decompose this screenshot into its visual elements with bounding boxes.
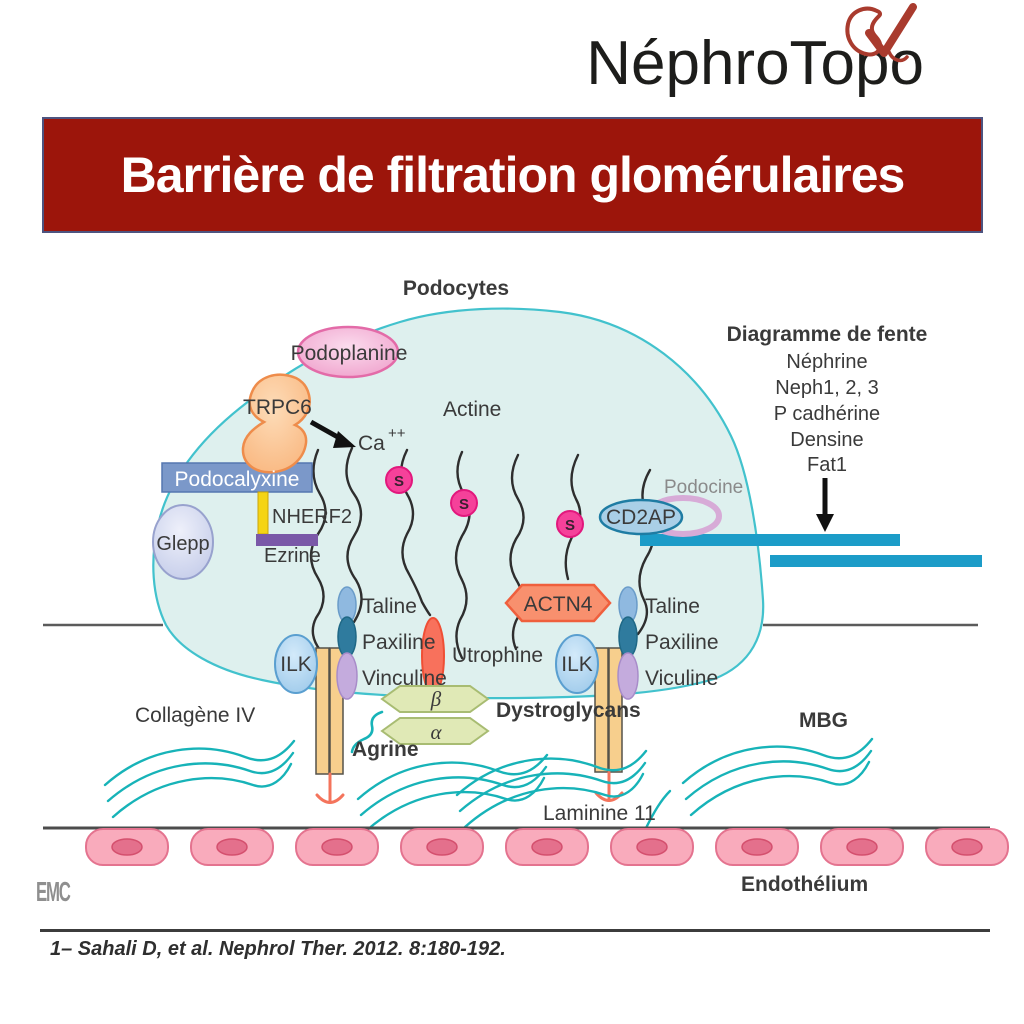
ezrine-bar bbox=[256, 534, 318, 546]
paxiline-right-ellipse bbox=[618, 616, 638, 658]
vinculine-left-label: Vinculine bbox=[362, 667, 447, 690]
nherf2-label: NHERF2 bbox=[272, 506, 352, 528]
adhesion-complex-right bbox=[555, 586, 639, 802]
kidney-tail bbox=[887, 50, 909, 63]
s-label: S bbox=[394, 473, 404, 490]
adhesion-complex-left bbox=[274, 586, 358, 804]
glepp-ellipse bbox=[152, 504, 214, 580]
taline-right-label: Taline bbox=[645, 595, 700, 618]
podoplanine-ellipse bbox=[296, 325, 400, 379]
dystroglycans-hexagons bbox=[380, 685, 490, 745]
kidney-check-icon bbox=[865, 3, 917, 57]
slit-diaphragm-bar-lower bbox=[770, 555, 982, 567]
slit-list-title: Diagramme de fente bbox=[727, 323, 928, 346]
title-banner: Barrière de filtration glomérulaires bbox=[42, 117, 983, 233]
slit-list-item: Densine bbox=[790, 429, 863, 451]
trpc6-label: TRPC6 bbox=[243, 396, 312, 419]
matrix-fibers bbox=[103, 737, 874, 833]
trpc6-shape bbox=[241, 373, 311, 474]
ca-superscript: ++ bbox=[388, 425, 406, 442]
glepp-label: Glepp bbox=[156, 533, 209, 555]
ezrine-label: Ezrine bbox=[264, 545, 321, 567]
s-circles bbox=[385, 466, 584, 538]
beta-label: β bbox=[430, 687, 442, 711]
viculine-right-label: Viculine bbox=[645, 667, 718, 690]
ca-label: Ca bbox=[358, 432, 385, 455]
paxiline-left-ellipse bbox=[337, 616, 357, 658]
agrine-label: Agrine bbox=[352, 738, 419, 761]
alpha-label: α bbox=[430, 720, 442, 744]
slit-list-arrow bbox=[816, 478, 834, 532]
endothelium-label: Endothélium bbox=[741, 873, 868, 896]
emc-watermark: EMC bbox=[36, 876, 71, 907]
slit-list-item: P cadhérine bbox=[774, 403, 880, 425]
trpc6-ca-arrow bbox=[309, 419, 356, 448]
slit-list-item: Néphrine bbox=[786, 351, 867, 373]
mbg-label: MBG bbox=[799, 709, 848, 732]
vinculine-left-ellipse bbox=[336, 652, 358, 700]
nherf2-bar bbox=[257, 491, 269, 535]
slit-list-item: Fat1 bbox=[807, 454, 847, 476]
taline-left-label: Taline bbox=[362, 595, 417, 618]
actn4-label: ACTN4 bbox=[524, 593, 593, 616]
dystroglycans-label: Dystroglycans bbox=[496, 699, 641, 722]
slit-diaphragm-bar-upper bbox=[640, 534, 900, 546]
s-label: S bbox=[565, 517, 575, 534]
utrophine-label: Utrophine bbox=[452, 644, 543, 667]
citation-text: 1– Sahali D, et al. Nephrol Ther. 2012. … bbox=[50, 938, 506, 960]
podoplanine-label: Podoplanine bbox=[291, 342, 408, 365]
slit-list-item: Neph1, 2, 3 bbox=[775, 377, 878, 399]
actn4-hexagon bbox=[504, 583, 612, 623]
viculine-right-ellipse bbox=[617, 652, 639, 700]
kidney-logo-icon bbox=[845, 3, 917, 63]
collagene-iv-label: Collagène IV bbox=[135, 704, 255, 727]
ilk-left-label: ILK bbox=[280, 653, 312, 676]
endothelial-cells bbox=[85, 828, 1009, 866]
cd2ap-ellipse bbox=[598, 498, 684, 536]
page-title: Barrière de filtration glomérulaires bbox=[120, 147, 906, 203]
podocytes-label: Podocytes bbox=[403, 277, 509, 300]
podocine-label: Podocine bbox=[664, 477, 743, 498]
ilk-right-label: ILK bbox=[561, 653, 593, 676]
paxiline-right-label: Paxiline bbox=[645, 631, 719, 654]
laminine-11-label: Laminine 11 bbox=[543, 802, 656, 825]
s-label: S bbox=[459, 496, 469, 513]
footer-divider bbox=[40, 929, 990, 932]
ilk-left bbox=[274, 634, 318, 694]
actine-label: Actine bbox=[443, 398, 501, 421]
podocalyxine-label: Podocalyxine bbox=[175, 468, 300, 491]
paxiline-left-label: Paxiline bbox=[362, 631, 436, 654]
ilk-right bbox=[555, 634, 599, 694]
agrine-squiggle bbox=[350, 710, 384, 754]
cd2ap-label: CD2AP bbox=[606, 506, 676, 529]
